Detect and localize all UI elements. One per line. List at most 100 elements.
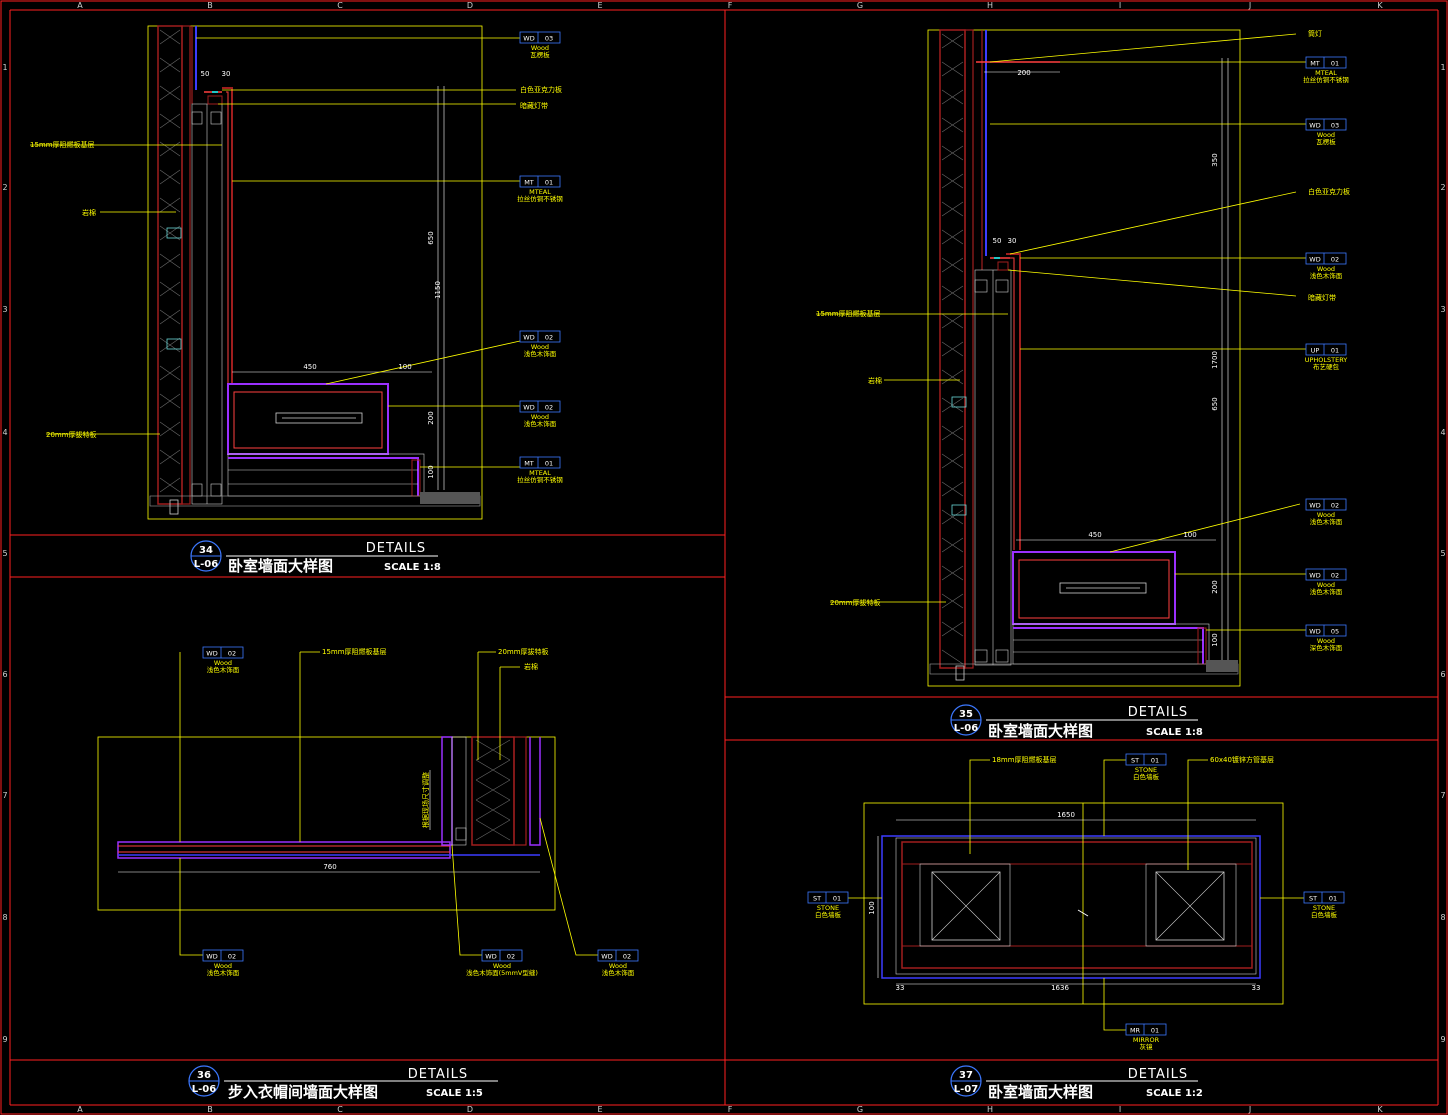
tag-description: 深色木饰面 [1310, 643, 1343, 652]
dim-100-35: 100 [1183, 531, 1196, 539]
tag-number: 01 [1151, 1027, 1159, 1035]
detail-scale: SCALE 1:2 [1146, 1088, 1203, 1099]
tag-material: Wood [1317, 131, 1335, 139]
note-ledstrip-35: 暗藏灯带 [1308, 293, 1336, 302]
tag-material: Wood [1317, 581, 1335, 589]
tag-number: 02 [507, 953, 515, 961]
grid-col-F: F [728, 1, 733, 10]
grid-col-E-bottom: E [597, 1105, 602, 1114]
grid-row-4-right: 4 [1440, 428, 1445, 437]
detail-34-drawing [147, 25, 483, 520]
tag-description: 瓦楞板 [530, 50, 550, 59]
detail-scale: SCALE 1:8 [1146, 727, 1203, 738]
leader-line [179, 858, 203, 956]
tag-material: MTEAL [1315, 69, 1337, 77]
grid-col-H-bottom: H [987, 1105, 993, 1114]
tag-code: ST [813, 895, 821, 903]
dim-33b-37: 33 [1252, 984, 1261, 992]
sheet-reference: L-06 [954, 723, 978, 734]
grid-row-3: 3 [2, 305, 7, 314]
grid-row-7-right: 7 [1440, 791, 1445, 800]
tag-number: 01 [833, 895, 841, 903]
tag-code: WD [523, 35, 534, 43]
tag-code: ST [1309, 895, 1317, 903]
leader-line [1109, 503, 1301, 553]
tag-description: 拉丝仿铜不锈钢 [517, 475, 563, 484]
details-heading: DETAILS [408, 1067, 468, 1082]
detail-number: 36 [197, 1070, 211, 1081]
tag-material: Wood [214, 659, 232, 667]
tag-description: 浅色木饰面 [524, 349, 557, 358]
tag-material: STONE [817, 904, 839, 912]
detail-number: 35 [959, 709, 973, 720]
tag-material: MTEAL [529, 188, 551, 196]
detail-number: 37 [959, 1070, 973, 1081]
detail-title: 卧室墙面大样图 [988, 722, 1093, 740]
tag-material: Wood [493, 962, 511, 970]
tag-description: 浅色木饰面 [1310, 587, 1343, 596]
sheet-reference: L-06 [192, 1084, 216, 1095]
tag-code: MT [1310, 60, 1320, 68]
tag-number: 01 [1329, 895, 1337, 903]
dim-50-35: 50 [993, 237, 1002, 245]
note-rockwool-35: 岩棉 [868, 376, 882, 385]
tag-code: WD [206, 650, 217, 658]
tag-material: Wood [1317, 265, 1335, 273]
dim-50-34: 50 [201, 70, 210, 78]
grid-col-G-bottom: G [857, 1105, 863, 1114]
grid-row-3-right: 3 [1440, 305, 1445, 314]
dim-450-34: 450 [303, 363, 316, 371]
grid-row-9-right: 9 [1440, 1035, 1445, 1044]
grid-row-5: 5 [2, 549, 7, 558]
grid-row-7: 7 [2, 791, 7, 800]
leader-line [1009, 191, 1297, 255]
grid-col-B: B [207, 1, 213, 10]
tag-code: WD [1309, 502, 1320, 510]
detail-number: 34 [199, 545, 213, 556]
detail-36-drawing [97, 736, 556, 911]
tag-number: 03 [545, 35, 553, 43]
tag-number: 02 [228, 953, 236, 961]
tag-material: MIRROR [1133, 1036, 1160, 1044]
dim-200-35b: 200 [1211, 580, 1219, 593]
sheet-reference: L-07 [954, 1084, 978, 1095]
tag-code: WD [1309, 122, 1320, 130]
grid-row-8-right: 8 [1440, 913, 1445, 922]
dim-1636-37: 1636 [1051, 984, 1069, 992]
tag-number: 01 [1151, 757, 1159, 765]
tag-material: Wood [609, 962, 627, 970]
leader-line [325, 340, 521, 385]
tag-code: WD [1309, 572, 1320, 580]
grid-col-A: A [77, 1, 83, 10]
tag-description: 浅色木饰面 [1310, 517, 1343, 526]
note-downlight-35: 筒灯 [1308, 29, 1322, 38]
leader-line [1103, 978, 1126, 1031]
note-adjust-36: 根据现场尺寸调整 [421, 772, 430, 828]
dim-200-35: 200 [1017, 69, 1030, 77]
grid-col-K: K [1377, 1, 1383, 10]
leader-line [1007, 269, 1297, 297]
tag-description: 浅色木饰面(5mmV型缝) [466, 968, 538, 977]
tag-code: WD [485, 953, 496, 961]
grid-row-6: 6 [2, 670, 7, 679]
leader-line [451, 844, 482, 956]
dim-450-35: 450 [1088, 531, 1101, 539]
tag-number: 03 [1331, 122, 1339, 130]
tag-description: 布艺硬包 [1313, 362, 1340, 371]
